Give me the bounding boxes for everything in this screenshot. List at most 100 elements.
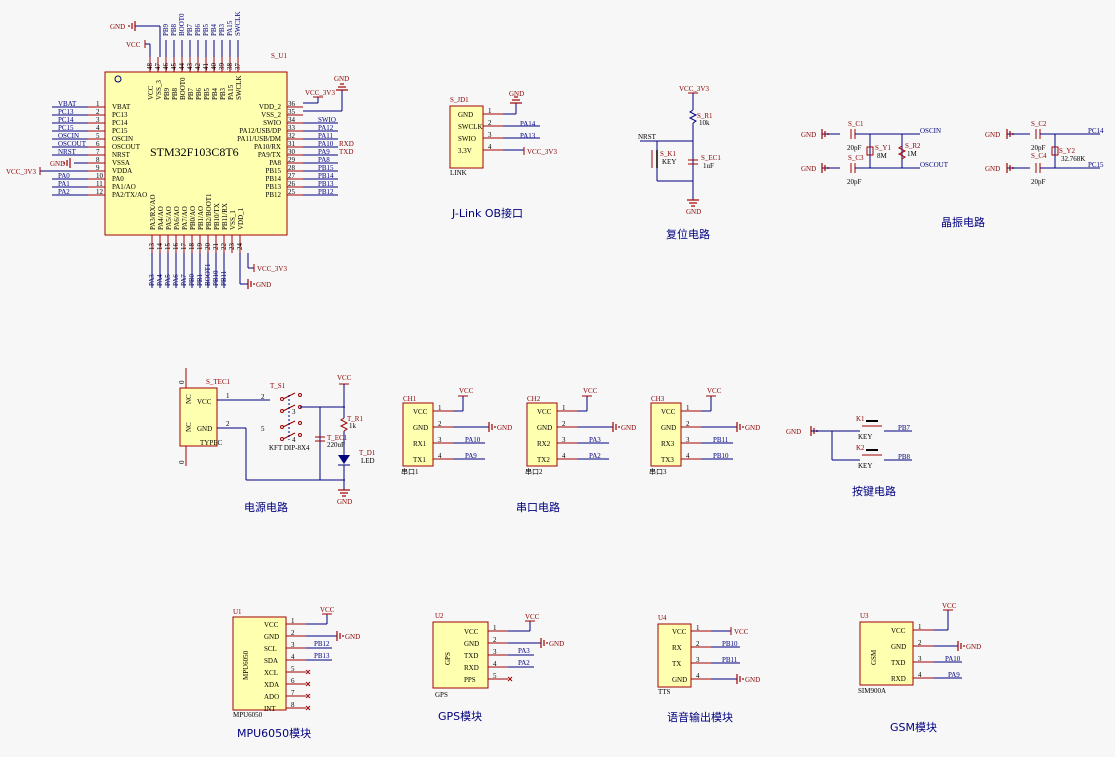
mcu-bottom-pin-label: PB10/TX xyxy=(213,203,221,230)
reset-nrst-label: NRST xyxy=(638,133,657,141)
mcu-bottom-pin-label: PB1/AO xyxy=(197,206,205,230)
mcu-right-pin-label: PA8 xyxy=(269,159,281,167)
mcu-right-net: PA10 xyxy=(318,140,334,148)
mcu-top-pins: 48VCC47VSS_346PB9PB945PB8PB844BOOT0BOOT0… xyxy=(146,12,243,101)
mpu-pin-label: XDA xyxy=(264,681,279,689)
uart-pin-num: 4 xyxy=(686,452,690,460)
mcu-left-pin-label: OSCOUT xyxy=(112,143,141,151)
mcu-right-net: PB15 xyxy=(318,164,334,172)
led-ref: T_D1 xyxy=(359,449,376,457)
mcu-bottom-net: PA5 xyxy=(164,274,172,286)
uart-pin-label: GND xyxy=(537,424,552,432)
mpu-pin-num: 2 xyxy=(291,629,295,637)
mcu-left-net: OSCIN xyxy=(58,132,79,140)
jlink-net-vcc: VCC_3V3 xyxy=(527,148,557,156)
reset-resistor xyxy=(688,109,698,124)
typec-nc-num1: 0 xyxy=(178,380,186,384)
mcu-bottom-num: 14 xyxy=(156,243,164,251)
gsm-ref: U3 xyxy=(860,612,869,620)
uart-pin-num: 3 xyxy=(686,436,690,444)
mcu-bottom-num: 24 xyxy=(236,243,244,251)
uart-pin-label: VCC xyxy=(537,408,552,416)
uart-rx-net: PA3 xyxy=(589,436,601,444)
mcu-right-net: PB12 xyxy=(318,188,334,196)
gps-rx-net: PA2 xyxy=(518,659,530,667)
uart-pin-label: GND xyxy=(413,424,428,432)
gps-pin-num: 1 xyxy=(493,624,497,632)
mcu-right-num: 26 xyxy=(288,180,296,188)
gsm-body-label: GSM xyxy=(870,649,878,665)
mpu-pin-num: 6 xyxy=(291,677,295,685)
mcu-right-num: 34 xyxy=(288,116,296,124)
mcu-right-pin-label: PA11/USB/DM xyxy=(237,135,282,143)
uart-tx-net: PA9 xyxy=(465,452,477,460)
mcu-left-pin-label: VBAT xyxy=(112,103,131,111)
mcu-bottom-pin-label: PA4/AO xyxy=(157,206,165,230)
tts-pin-num: 1 xyxy=(696,624,700,632)
t-r1-body xyxy=(339,417,349,432)
mcu-left-num: 1 xyxy=(96,100,100,108)
mcu-top-num: 40 xyxy=(210,63,218,71)
nc-mark xyxy=(305,693,311,699)
sw-num-4: 4 xyxy=(292,436,296,444)
mcu-right-num: 25 xyxy=(288,188,296,196)
y1-val: 8M xyxy=(877,152,888,160)
mpu-pin-label: GND xyxy=(264,633,279,641)
mpu-pin-num: 4 xyxy=(291,653,295,661)
nc-mark xyxy=(305,669,311,675)
mcu-bottom-net: BOOT1 xyxy=(204,263,212,286)
r2-body xyxy=(897,145,907,160)
reset-key-ref: S_K1 xyxy=(660,150,676,158)
mcu-bottom-net: PB11 xyxy=(220,270,228,286)
gps-footer: GPS xyxy=(435,691,448,699)
tts-caption: 语音输出模块 xyxy=(667,710,733,724)
mpu-vcc-label: VCC xyxy=(320,606,335,614)
gsm-pin-num: 1 xyxy=(918,623,922,631)
mcu-right-pin-label: PA12/USB/DP xyxy=(239,127,281,135)
k2-net: PB8 xyxy=(898,453,911,461)
pc14-label: PC14 xyxy=(1088,127,1104,135)
vssa-gnd-label: GND xyxy=(50,160,65,168)
uart-3-body xyxy=(650,402,682,467)
mcu-bottom-num: 13 xyxy=(148,243,156,251)
jlink-pin-num: 1 xyxy=(488,107,492,115)
uart-pin-label: TX2 xyxy=(537,456,550,464)
mpu-pin-label: XCL xyxy=(264,669,278,677)
mcu-top-pin-label: BOOT0 xyxy=(179,77,187,100)
mcu-top-pin-label: VCC xyxy=(147,85,155,100)
uart-rx-net: PA10 xyxy=(465,436,481,444)
uart-vcc-label: VCC xyxy=(459,387,474,395)
gsm-pin-label: GND xyxy=(891,643,906,651)
mcu-top-net: BOOT0 xyxy=(178,13,186,36)
led-symbol xyxy=(338,455,350,464)
reset-res-val: 10k xyxy=(699,119,710,127)
mpu-pin-num: 8 xyxy=(291,701,295,709)
mcu-top-num: 39 xyxy=(218,63,226,71)
mcu-name: STM32F103C8T6 xyxy=(150,145,239,159)
mcu-left-num: 3 xyxy=(96,116,100,124)
gsm-tx-net: PA10 xyxy=(945,655,961,663)
r2-ref: S_R2 xyxy=(905,142,921,150)
mcu-top-net: PB7 xyxy=(186,23,194,36)
mpu-gnd-label: GND xyxy=(345,633,360,641)
mpu-gnd-symbol xyxy=(336,631,344,641)
mcu-right-net: PA12 xyxy=(318,124,334,132)
uart-rx-net: PB11 xyxy=(713,436,729,444)
cap-ref: T_EC1 xyxy=(327,434,348,442)
tts-pin-num: 2 xyxy=(696,640,700,648)
mcu-right-net: PB14 xyxy=(318,172,334,180)
k1-net: PB7 xyxy=(898,424,911,432)
xtal1-gnd-label-top: GND xyxy=(801,131,816,139)
gps-body-label: GPS xyxy=(444,652,452,665)
led-val: LED xyxy=(361,457,375,465)
tts-pin-label: RX xyxy=(672,644,682,652)
gsm-pin-label: RXD xyxy=(891,675,906,683)
mcu-bottom-net: PA3 xyxy=(148,274,156,286)
c1-ref: S_C1 xyxy=(848,120,864,128)
reset-res-ref: S_R1 xyxy=(697,112,713,120)
mcu-bottom-num: 21 xyxy=(212,243,220,251)
mcu-top-net: PB4 xyxy=(210,23,218,36)
